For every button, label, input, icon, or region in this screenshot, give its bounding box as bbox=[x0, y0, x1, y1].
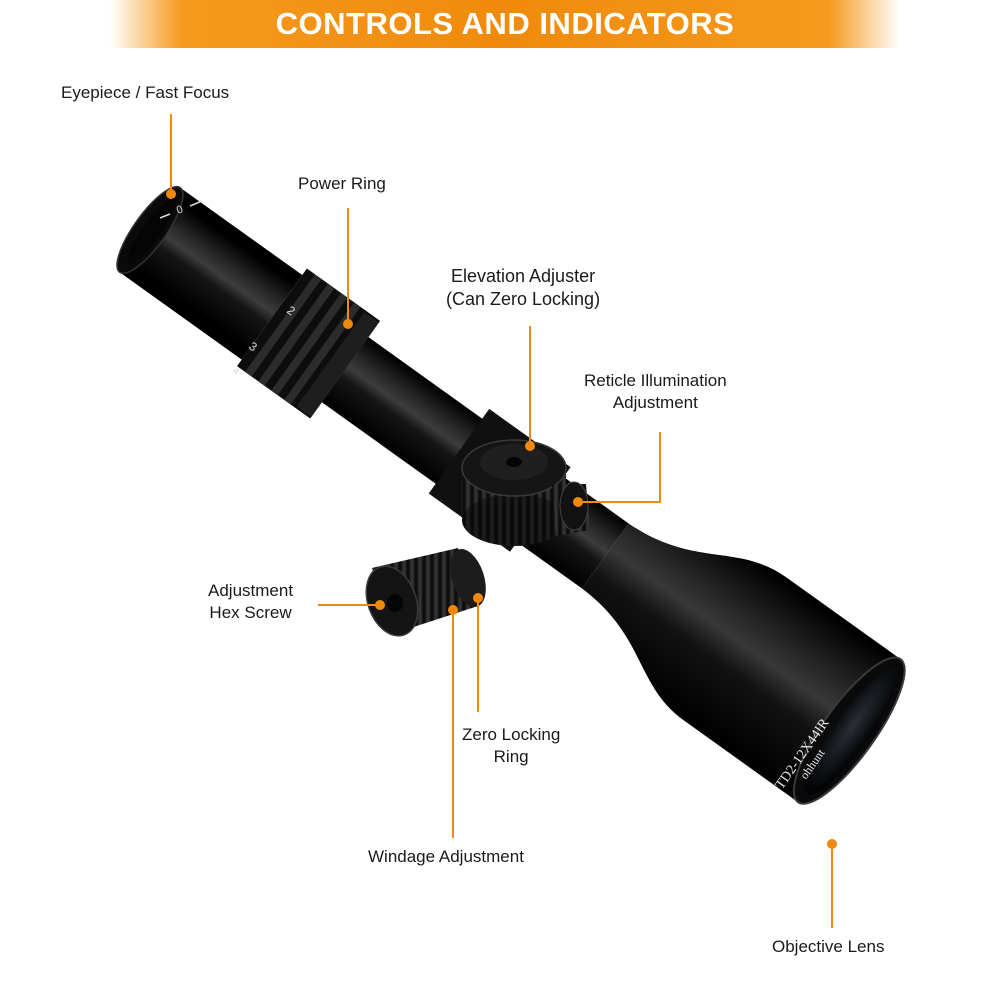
label-hex-screw: Adjustment Hex Screw bbox=[208, 581, 294, 622]
callout-reticle bbox=[580, 432, 661, 503]
objective-lens bbox=[804, 669, 898, 795]
dot-elevation bbox=[525, 441, 535, 451]
label-reticle: Reticle Illumination Adjustment bbox=[584, 371, 727, 412]
dot-eyepiece bbox=[166, 189, 176, 199]
label-windage: Windage Adjustment bbox=[368, 847, 524, 866]
title-banner: CONTROLS AND INDICATORS bbox=[110, 0, 900, 48]
dot-objective bbox=[827, 839, 837, 849]
dot-reticle bbox=[573, 497, 583, 507]
focus-zero-mark: 0 bbox=[175, 203, 185, 216]
banner-title: CONTROLS AND INDICATORS bbox=[275, 6, 735, 41]
illumination-knob bbox=[552, 481, 590, 536]
label-elevation: Elevation Adjuster (Can Zero Locking) bbox=[446, 266, 601, 309]
dot-zero-ring bbox=[473, 593, 483, 603]
windage-turret bbox=[365, 548, 486, 637]
dot-power-ring bbox=[343, 319, 353, 329]
power-mark-4: 4 bbox=[230, 365, 241, 377]
label-eyepiece: Eyepiece / Fast Focus bbox=[61, 83, 230, 102]
label-power-ring: Power Ring bbox=[298, 174, 386, 193]
callout-dots bbox=[166, 189, 837, 849]
callout-lines bbox=[170, 114, 833, 928]
label-zero-ring: Zero Locking Ring bbox=[462, 725, 561, 766]
dot-windage bbox=[448, 605, 458, 615]
dot-hex-screw bbox=[375, 600, 385, 610]
elevation-turret bbox=[461, 439, 567, 546]
power-ring-knurling bbox=[245, 274, 361, 405]
label-objective: Objective Lens bbox=[772, 937, 885, 956]
